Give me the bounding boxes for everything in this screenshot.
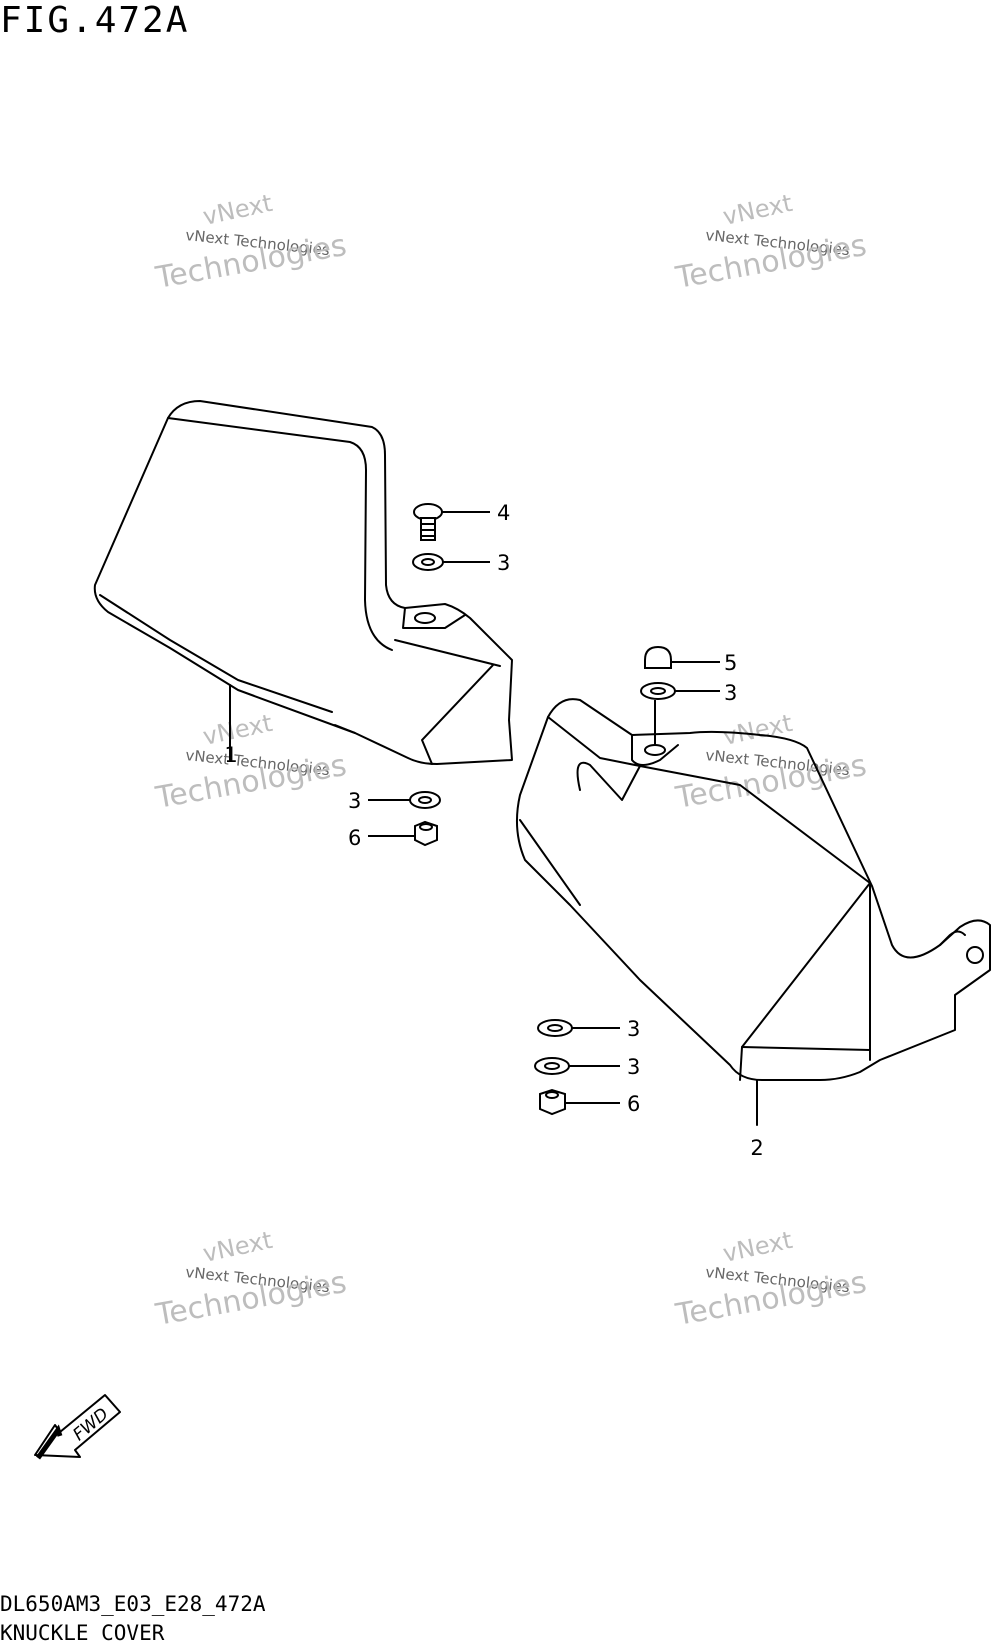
- watermark-text: vNext: [200, 1226, 274, 1268]
- knuckle-cover-left: [93, 400, 513, 765]
- callout-nut-6-left: 6: [348, 826, 361, 850]
- diagram-caption: KNUCKLE COVER: [0, 1621, 165, 1645]
- callout-washer-3-lower-right-b: 3: [627, 1055, 640, 1079]
- watermark-bottom-right: vNext vNext Technologies Technologies: [672, 1226, 869, 1333]
- callout-washer-3-lower-right-a: 3: [627, 1017, 640, 1041]
- watermark-top-left: vNext vNext Technologies Technologies: [152, 189, 349, 296]
- callout-cap-nut-5: 5: [724, 651, 737, 675]
- watermark-mid-right: vNext vNext Technologies Technologies: [672, 709, 869, 816]
- washer-lower-right-a: [537, 1019, 620, 1037]
- watermark-text: vNext: [720, 189, 794, 231]
- bolt-part-4: [413, 503, 490, 541]
- washer-top-left: [412, 553, 490, 571]
- nut-left: [368, 820, 438, 847]
- callout-nut-6-right: 6: [627, 1092, 640, 1116]
- cap-nut-part-5: [644, 645, 720, 669]
- washer-top-right: [640, 682, 720, 745]
- watermark-text: vNext: [720, 1226, 794, 1268]
- watermark-text: vNext: [720, 709, 794, 751]
- nut-right: [539, 1088, 620, 1116]
- callout-washer-3-top-left: 3: [497, 551, 510, 575]
- watermark-mid-left: vNext vNext Technologies Technologies: [152, 709, 349, 816]
- callout-washer-3-top-right: 3: [724, 681, 737, 705]
- diagram-code: DL650AM3_E03_E28_472A: [0, 1592, 266, 1616]
- callout-part-2: 2: [750, 1136, 763, 1160]
- callout-bolt-4: 4: [497, 501, 510, 525]
- washer-lower-right-b: [534, 1057, 620, 1075]
- washer-bottom-left: [368, 791, 441, 809]
- fwd-arrow-icon: FWD: [34, 1394, 121, 1460]
- watermark-top-right: vNext vNext Technologies Technologies: [672, 189, 869, 296]
- knuckle-cover-right: [516, 698, 991, 1126]
- callout-part-1: 1: [224, 743, 237, 767]
- callout-washer-3-bottom-left: 3: [348, 789, 361, 813]
- watermark-text: vNext: [200, 189, 274, 231]
- watermark-bottom-left: vNext vNext Technologies Technologies: [152, 1226, 349, 1333]
- figure-title: FIG.472A: [0, 0, 190, 41]
